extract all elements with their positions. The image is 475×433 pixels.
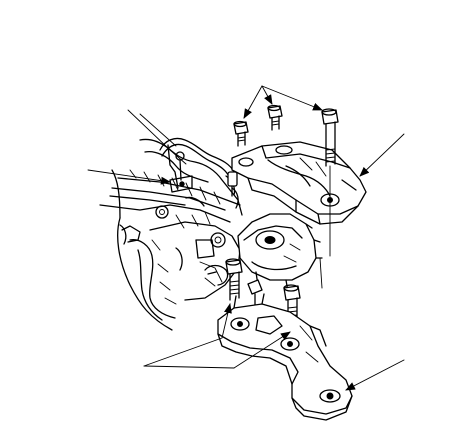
harness-connector	[227, 171, 238, 187]
upper-bolts	[233, 85, 339, 167]
bolt-upper-left	[233, 120, 249, 147]
ground-terminal	[169, 175, 193, 193]
lower-mount-bracket	[217, 293, 353, 421]
bolt-upper-right-long	[321, 108, 339, 167]
upper-mount-bracket	[231, 141, 367, 225]
nut-small	[247, 279, 263, 307]
callout-lines	[87, 109, 405, 391]
bolt-upper-middle	[267, 104, 283, 131]
wire-harness	[159, 137, 238, 197]
hose-clip	[204, 264, 229, 286]
bolt-lower-left	[225, 258, 243, 301]
bolt-lower-right	[283, 284, 301, 327]
engine-mount-center	[237, 213, 323, 293]
lower-bolts	[225, 258, 301, 327]
